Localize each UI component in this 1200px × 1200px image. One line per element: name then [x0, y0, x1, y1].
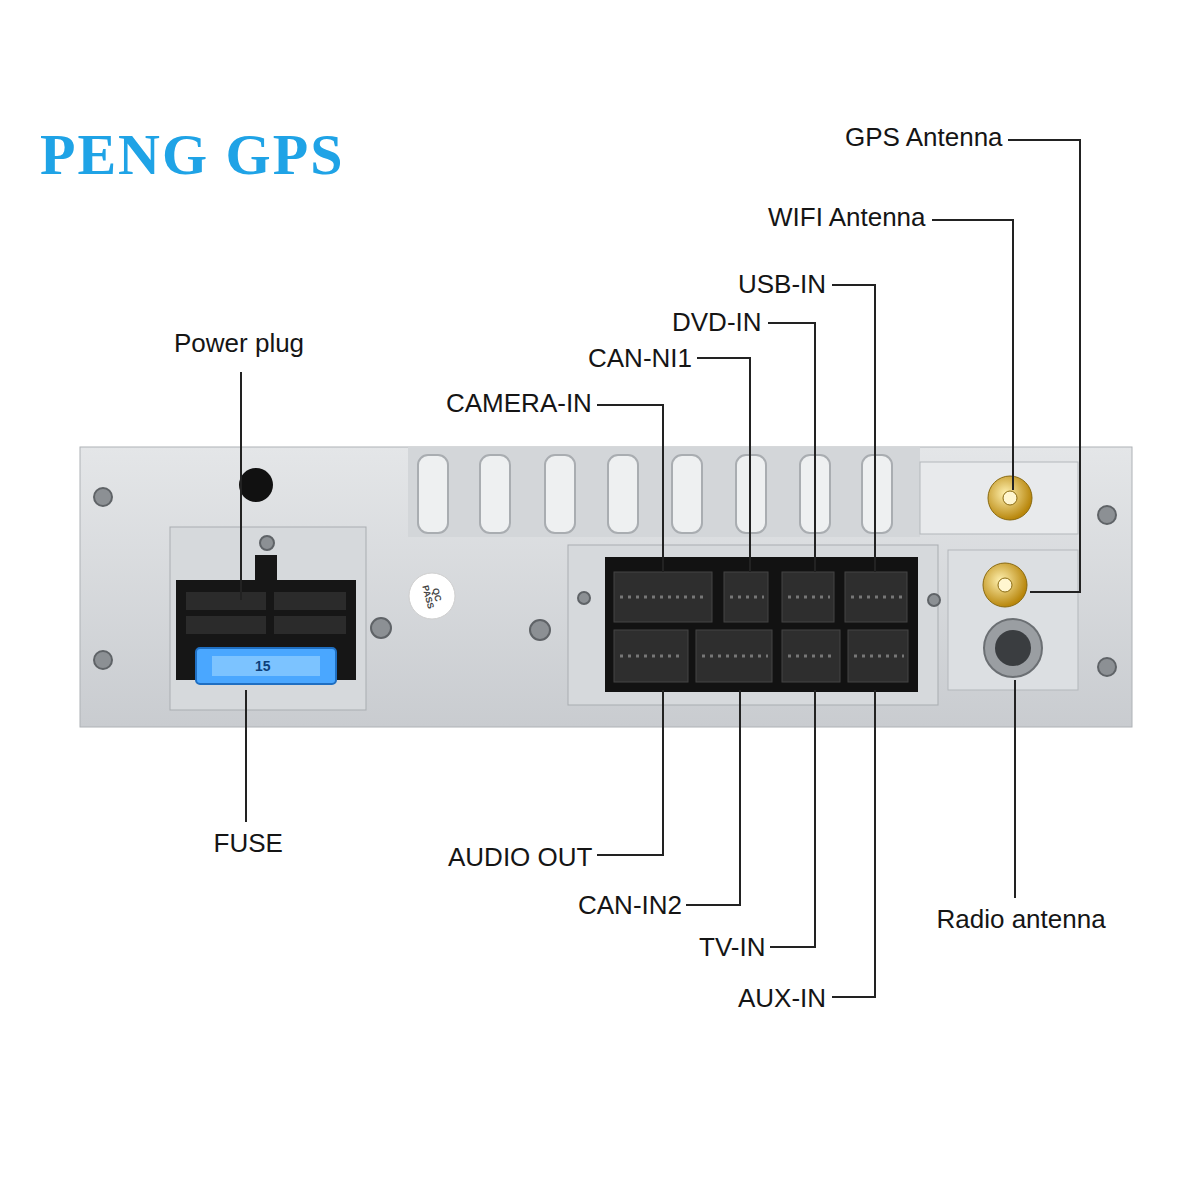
callout-label: WIFI Antenna — [768, 203, 926, 232]
antenna-bay — [948, 550, 1078, 690]
sockets — [614, 572, 908, 682]
callout-label: AUDIO OUT — [448, 843, 592, 872]
callout-label: Power plug — [174, 329, 304, 358]
leader-line — [240, 372, 242, 600]
socket-hole — [995, 630, 1031, 666]
plug-pins — [186, 592, 346, 634]
pins — [730, 596, 764, 599]
leader-line — [686, 690, 740, 905]
fuse-rating: 15 — [255, 659, 271, 674]
callout-label: CAN-IN2 — [578, 891, 682, 920]
screw — [928, 594, 940, 606]
callout-label: TV-IN — [699, 933, 765, 962]
radio-antenna-socket — [984, 619, 1042, 677]
leader-lines — [241, 140, 1080, 997]
fuse-window — [212, 656, 320, 676]
socket — [845, 572, 907, 622]
callout-label: Radio antenna — [937, 905, 1106, 934]
screw — [94, 651, 112, 669]
socket — [696, 630, 772, 682]
leader-line — [697, 358, 750, 572]
leader-line — [932, 220, 1013, 490]
callout-label: CAN-NI1 — [588, 344, 692, 373]
brand-watermark: PENG GPS — [40, 123, 344, 187]
cooling-fins — [418, 455, 892, 533]
pins — [851, 596, 903, 599]
screw — [260, 536, 274, 550]
leader-line — [768, 323, 815, 572]
socket — [614, 630, 688, 682]
callout-label: USB-IN — [738, 270, 826, 299]
fin — [608, 455, 638, 533]
leader-line — [245, 690, 247, 822]
wifi-antenna-jack — [988, 476, 1032, 520]
leader-line — [1008, 140, 1080, 592]
screw — [1098, 506, 1116, 524]
screw — [371, 618, 391, 638]
callout-label: GPS Antenna — [845, 123, 1003, 152]
pins — [702, 655, 768, 658]
socket — [782, 630, 840, 682]
pins — [788, 655, 836, 658]
fin — [672, 455, 702, 533]
leader-line — [597, 405, 663, 572]
pins — [788, 596, 830, 599]
screw — [94, 488, 112, 506]
leader-line — [597, 690, 663, 855]
socket-pins — [620, 597, 904, 656]
rear-panel — [80, 447, 1132, 727]
leader-line — [770, 690, 815, 947]
gps-antenna-jack — [983, 563, 1027, 607]
screw — [578, 592, 590, 604]
pin-row — [186, 616, 266, 634]
power-recess — [170, 527, 366, 710]
leader-line — [832, 285, 875, 572]
leader-line — [1014, 680, 1016, 898]
socket — [782, 572, 834, 622]
callout-label: AUX-IN — [738, 984, 826, 1013]
socket — [848, 630, 908, 682]
fin — [480, 455, 510, 533]
screw — [530, 620, 550, 640]
antenna-bay — [920, 462, 1078, 534]
pins — [854, 655, 904, 658]
pin-row — [274, 592, 346, 610]
leader-line — [832, 690, 875, 997]
pin-row — [186, 592, 266, 610]
fin — [418, 455, 448, 533]
jack-core — [1003, 491, 1017, 505]
jack-core — [998, 578, 1012, 592]
fuse — [196, 648, 336, 684]
callout-label: DVD-IN — [672, 308, 762, 337]
qc-sticker — [409, 573, 455, 619]
callout-label: CAMERA-IN — [446, 389, 592, 418]
fin — [545, 455, 575, 533]
pins — [620, 596, 708, 599]
pins — [620, 655, 684, 658]
screws — [94, 488, 1116, 676]
socket — [724, 572, 768, 622]
hole — [239, 468, 273, 502]
connector-block — [605, 557, 918, 692]
fin — [862, 455, 892, 533]
connector-recess — [568, 545, 938, 705]
socket — [614, 572, 712, 622]
plug-latch — [255, 555, 277, 583]
screw — [1098, 658, 1116, 676]
pin-row — [274, 616, 346, 634]
callout-label: FUSE — [214, 829, 283, 858]
